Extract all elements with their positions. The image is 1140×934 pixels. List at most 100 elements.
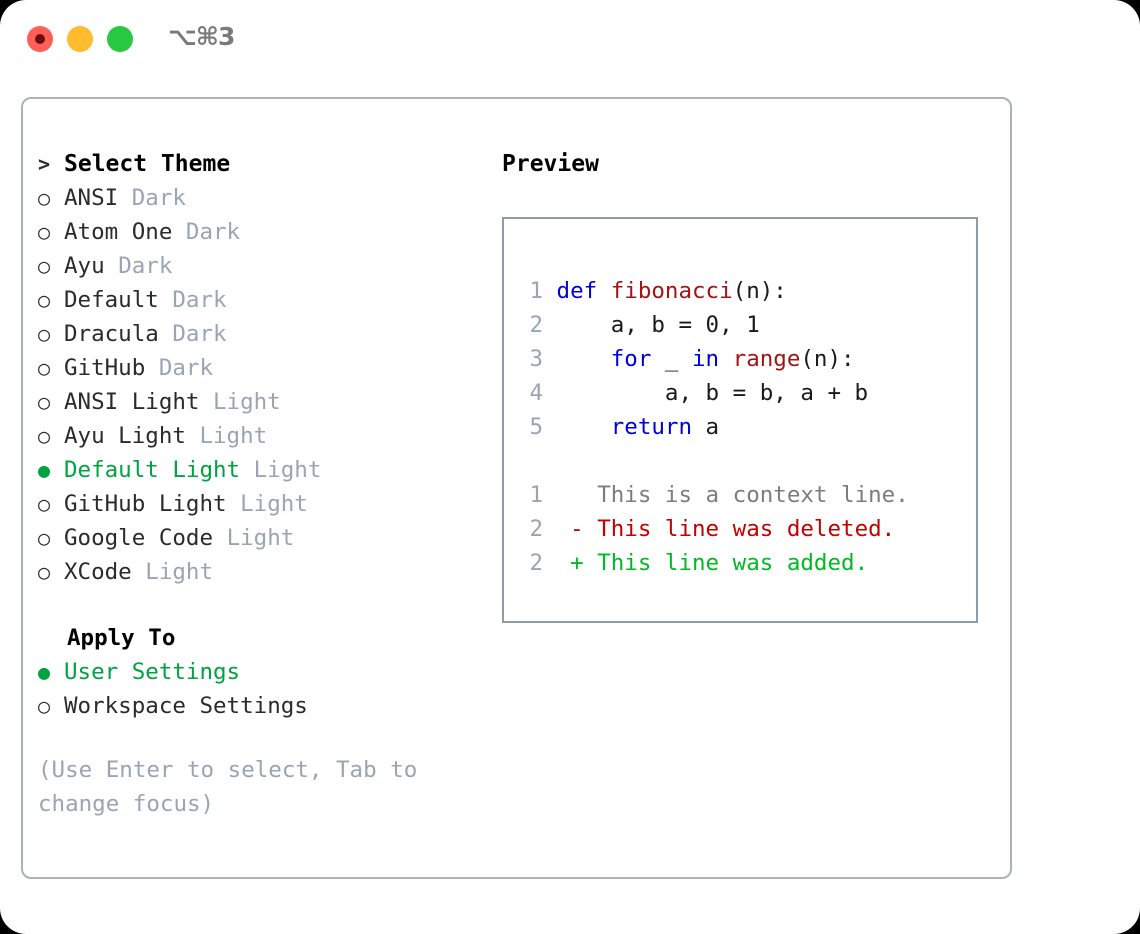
section-spacer bbox=[38, 589, 478, 621]
line-number: 3 bbox=[529, 346, 543, 372]
code-token bbox=[557, 346, 611, 372]
keyboard-hint-text: (Use Enter to select, Tab to change focu… bbox=[38, 757, 431, 817]
theme-option-variant-tag: Light bbox=[253, 457, 322, 483]
radio-unselected-icon[interactable]: ○ bbox=[38, 560, 51, 584]
radio-unselected-icon[interactable]: ○ bbox=[38, 356, 51, 380]
line-number: 5 bbox=[529, 414, 543, 440]
preview-title: Preview bbox=[502, 151, 599, 177]
radio-selected-icon[interactable]: ● bbox=[38, 660, 51, 684]
minimize-button[interactable] bbox=[67, 26, 93, 52]
maximize-button[interactable] bbox=[107, 26, 133, 52]
keyboard-shortcut-label: ⌥⌘3 bbox=[168, 22, 235, 51]
radio-unselected-icon[interactable]: ○ bbox=[38, 322, 51, 346]
theme-option-2[interactable]: ○ Ayu Dark bbox=[38, 249, 478, 283]
radio-selected-icon[interactable]: ● bbox=[38, 458, 51, 482]
line-number: 2 bbox=[529, 312, 543, 338]
theme-option-variant-tag: Dark bbox=[172, 321, 227, 347]
theme-option-variant-tag: Light bbox=[145, 559, 214, 585]
theme-list-column: >Select Theme ○ANSI Dark○Atom One Dark○A… bbox=[38, 147, 478, 821]
theme-option-variant-tag: Light bbox=[240, 491, 308, 517]
code-token: a, b = b, a + b bbox=[556, 380, 869, 406]
diff-marker: + bbox=[570, 550, 598, 576]
diff-marker: - bbox=[570, 516, 598, 542]
code-token: in bbox=[692, 346, 733, 372]
theme-option-label: Default bbox=[64, 287, 173, 313]
radio-unselected-icon[interactable]: ○ bbox=[38, 254, 51, 278]
theme-option-variant-tag: Dark bbox=[131, 185, 186, 211]
theme-options-list[interactable]: ○ANSI Dark○Atom One Dark○Ayu Dark○Defaul… bbox=[38, 181, 478, 589]
apply-to-option-0[interactable]: ● User Settings bbox=[38, 655, 478, 689]
code-blank-line bbox=[521, 444, 909, 478]
line-number: 4 bbox=[529, 380, 543, 406]
code-line-0: 1 def fibonacci(n): bbox=[521, 274, 909, 308]
line-number: 2 bbox=[529, 516, 543, 542]
apply-to-header: Apply To bbox=[67, 625, 176, 651]
theme-option-3[interactable]: ○ Default Dark bbox=[38, 283, 478, 317]
code-token: fibonacci bbox=[610, 278, 733, 304]
radio-unselected-icon[interactable]: ○ bbox=[38, 526, 51, 550]
radio-unselected-icon[interactable]: ○ bbox=[38, 186, 51, 210]
theme-option-7[interactable]: ○Ayu Light Light bbox=[38, 419, 478, 453]
theme-option-10[interactable]: ○Google Code Light bbox=[38, 521, 478, 555]
code-line-3: 4 a, b = b, a + b bbox=[521, 376, 909, 410]
radio-unselected-icon[interactable]: ○ bbox=[38, 424, 51, 448]
line-number: 2 bbox=[529, 550, 543, 576]
code-token: a, b = 0, 1 bbox=[556, 312, 760, 338]
theme-option-label: Default Light bbox=[64, 457, 254, 483]
apply-to-option-label: Workspace Settings bbox=[64, 693, 308, 719]
theme-option-label: Ayu bbox=[64, 253, 119, 279]
code-token bbox=[557, 414, 611, 440]
theme-option-1[interactable]: ○Atom One Dark bbox=[38, 215, 478, 249]
theme-option-11[interactable]: ○ XCode Light bbox=[38, 555, 478, 589]
code-token: return bbox=[610, 414, 693, 440]
theme-option-label: Google Code bbox=[64, 525, 227, 551]
theme-option-0[interactable]: ○ANSI Dark bbox=[38, 181, 478, 215]
theme-option-label: XCode bbox=[64, 559, 146, 585]
diff-text: This line was deleted. bbox=[597, 516, 896, 542]
code-line-4: 5 return a bbox=[521, 410, 909, 444]
window-titlebar: ⌥⌘3 bbox=[0, 0, 1140, 78]
diff-text: This line was added. bbox=[597, 550, 869, 576]
preview-column: Preview 1 def fibonacci(n):2 a, b = 0, 1… bbox=[502, 147, 992, 623]
diff-marker bbox=[570, 482, 597, 508]
radio-unselected-icon[interactable]: ○ bbox=[38, 288, 51, 312]
theme-option-variant-tag: Dark bbox=[118, 253, 173, 279]
theme-option-4[interactable]: ○Dracula Dark bbox=[38, 317, 478, 351]
theme-option-variant-tag: Light bbox=[213, 389, 281, 415]
diff-line-2: 2 + This line was added. bbox=[521, 546, 909, 580]
theme-option-variant-tag: Dark bbox=[185, 219, 241, 245]
theme-option-5[interactable]: ○GitHub Dark bbox=[38, 351, 478, 385]
radio-unselected-icon[interactable]: ○ bbox=[38, 220, 51, 244]
close-button[interactable] bbox=[27, 26, 53, 52]
theme-option-label: GitHub bbox=[64, 355, 159, 381]
code-token: for bbox=[610, 346, 652, 372]
code-token: range bbox=[732, 346, 801, 372]
theme-option-6[interactable]: ○ANSI Light Light bbox=[38, 385, 478, 419]
theme-option-label: GitHub Light bbox=[64, 491, 241, 517]
diff-text: This is a context line. bbox=[597, 482, 909, 508]
theme-picker-panel: >Select Theme ○ANSI Dark○Atom One Dark○A… bbox=[21, 97, 1012, 879]
radio-unselected-icon[interactable]: ○ bbox=[38, 492, 51, 516]
apply-to-option-1[interactable]: ○ Workspace Settings bbox=[38, 689, 478, 723]
line-number: 1 bbox=[529, 482, 543, 508]
radio-unselected-icon[interactable]: ○ bbox=[38, 390, 51, 414]
code-token: (n): bbox=[732, 278, 787, 304]
apply-to-options-list[interactable]: ● User Settings ○ Workspace Settings bbox=[38, 655, 478, 723]
select-theme-header-label: Select Theme bbox=[64, 151, 231, 177]
select-theme-header: > Select Theme bbox=[38, 147, 478, 181]
prompt-caret-icon: > bbox=[38, 152, 51, 176]
theme-option-8[interactable]: ● Default Light Light bbox=[38, 453, 478, 487]
radio-unselected-icon[interactable]: ○ bbox=[38, 694, 51, 718]
code-token: _ bbox=[651, 346, 693, 372]
code-token: def bbox=[556, 278, 611, 304]
line-number: 1 bbox=[529, 278, 543, 304]
code-token: a bbox=[692, 414, 720, 440]
theme-option-9[interactable]: ○ GitHub Light Light bbox=[38, 487, 478, 521]
code-line-1: 2 a, b = 0, 1 bbox=[521, 308, 909, 342]
diff-line-1: 2 - This line was deleted. bbox=[521, 512, 909, 546]
apply-to-option-label: User Settings bbox=[64, 659, 241, 685]
theme-option-variant-tag: Dark bbox=[172, 287, 227, 313]
